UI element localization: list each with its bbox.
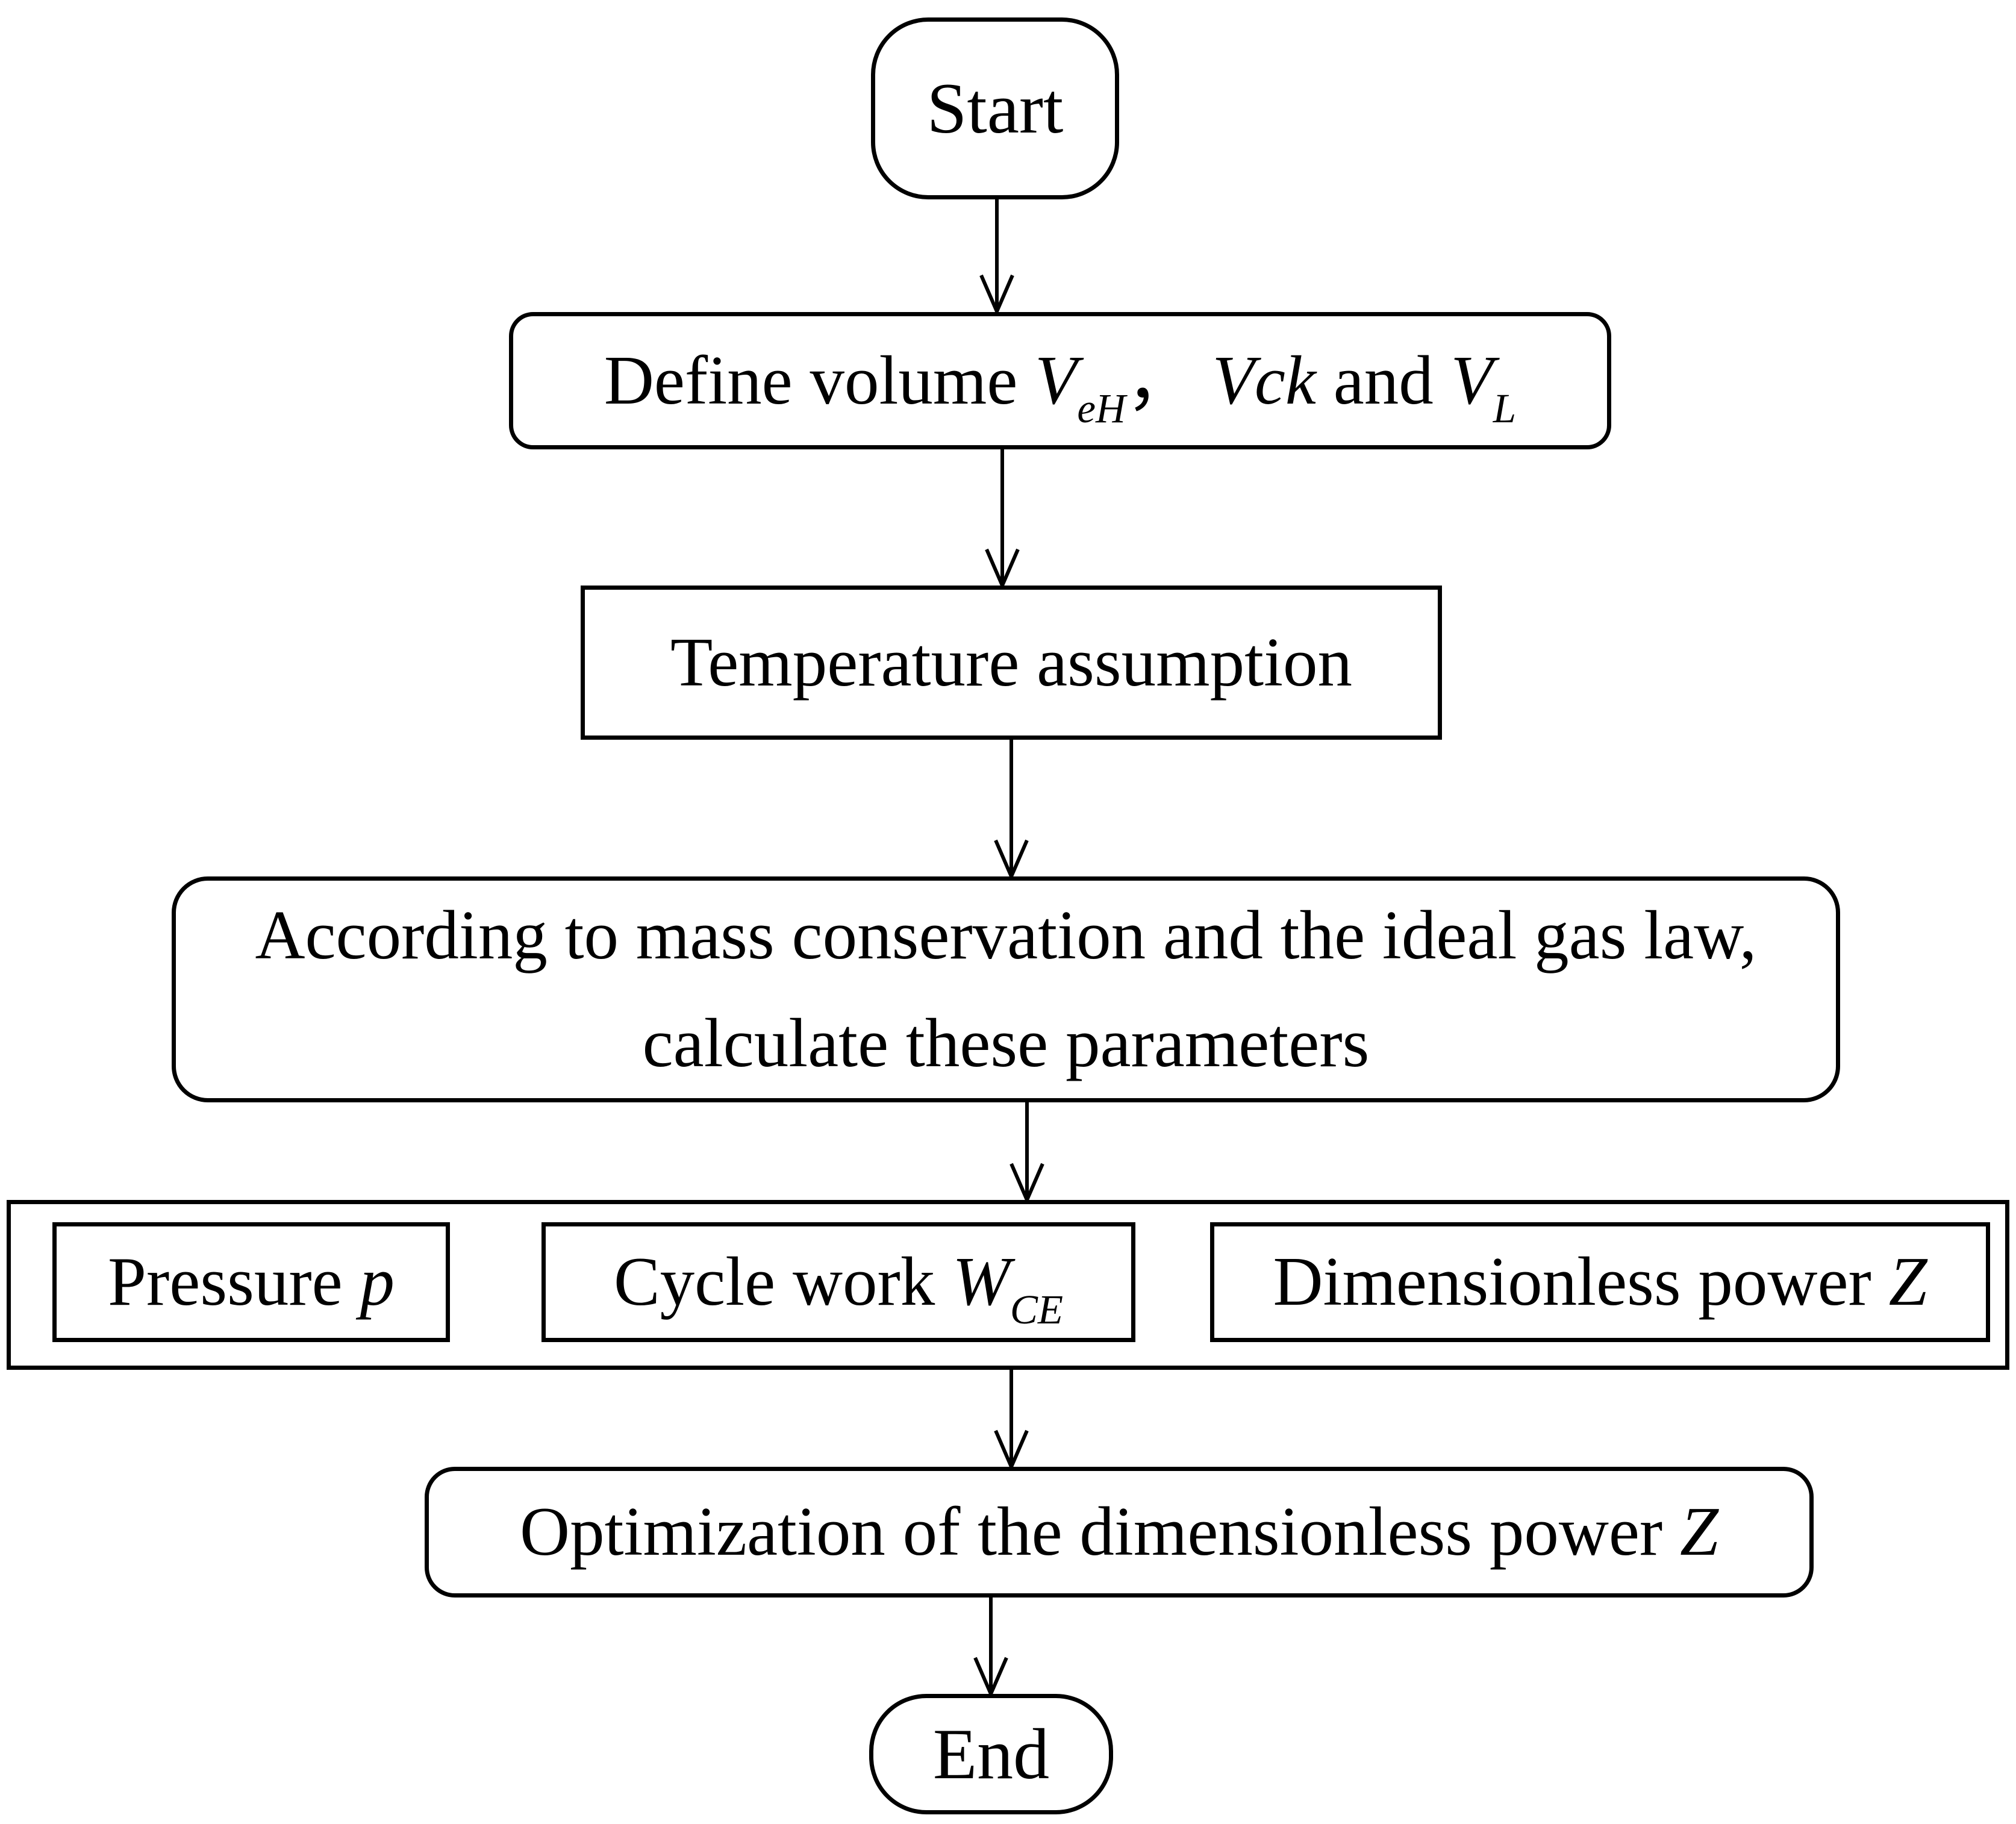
arrow-optimization-to-end [973,1598,1008,1699]
cycle-work-var: W [952,1243,1010,1320]
define-volume-label: Define volume VeH， Vck and VL [604,327,1516,434]
cycle-work-node: Cycle work WCE [541,1222,1135,1342]
arrow-row-to-optimization [994,1370,1029,1472]
define-volume-prefix: Define volume [604,342,1035,419]
pressure-var: p [360,1243,395,1320]
define-volume-var3: V [1450,342,1493,419]
optimization-node: Optimization of the dimensionless power … [425,1467,1814,1598]
arrow-temperature-to-mass-conservation [994,740,1029,881]
temperature-assumption-label: Temperature assumption [670,623,1353,701]
arrow-mass-conservation-to-row [1010,1102,1044,1205]
pressure-label: Pressure p [108,1228,395,1335]
dimensionless-power-node: Dimensionless power Z [1210,1222,1990,1342]
end-node: End [869,1694,1113,1814]
arrow-start-to-define-volume [979,199,1014,316]
define-volume-var2: Vck [1212,342,1316,419]
pressure-prefix: Pressure [108,1243,360,1320]
mass-conservation-line2: calculate these parameters [642,1004,1370,1081]
optimization-prefix: Optimization of the dimensionless power [520,1493,1680,1570]
arrow-define-volume-to-temperature [985,449,1020,590]
end-label: End [932,1714,1050,1794]
dimensionless-power-label: Dimensionless power Z [1273,1228,1927,1335]
define-volume-var3-subscript: L [1493,385,1517,431]
dimensionless-power-prefix: Dimensionless power [1273,1243,1889,1320]
mass-conservation-node: According to mass conservation and the i… [172,876,1840,1102]
cycle-work-var-subscript: CE [1010,1287,1064,1333]
define-volume-comma: ， [1125,342,1212,419]
cycle-work-prefix: Cycle work [613,1243,953,1320]
optimization-label: Optimization of the dimensionless power … [520,1478,1718,1585]
start-node: Start [871,17,1119,199]
dimensionless-power-var: Z [1888,1243,1927,1320]
pressure-node: Pressure p [52,1222,450,1342]
define-volume-var1: V [1035,342,1078,419]
define-volume-var1-subscript: eH [1077,385,1126,431]
define-volume-node: Define volume VeH， Vck and VL [509,312,1611,449]
define-volume-and: and [1315,342,1451,419]
cycle-work-label: Cycle work WCE [614,1228,1063,1335]
temperature-assumption-node: Temperature assumption [581,586,1442,740]
mass-conservation-line1: According to mass conservation and the i… [255,897,1757,974]
optimization-var: Z [1679,1493,1718,1570]
start-label: Start [926,68,1064,148]
